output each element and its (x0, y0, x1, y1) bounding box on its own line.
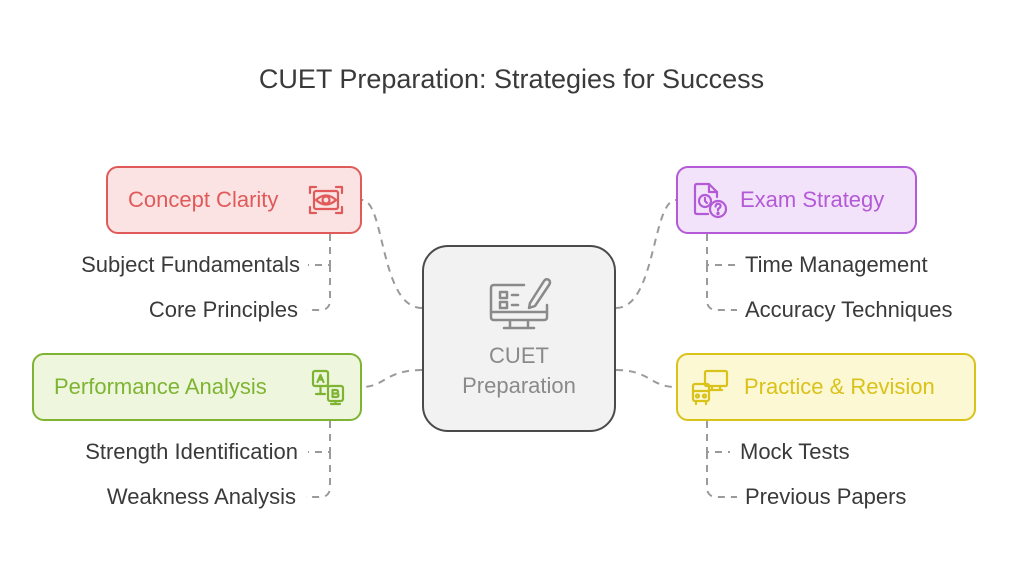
connector-practice-revision (615, 369, 677, 388)
connector-previous-papers (706, 452, 737, 498)
list-item: Strength Identification (85, 439, 298, 464)
branch-label: Concept Clarity (128, 187, 279, 212)
list-item: Time Management (745, 252, 928, 277)
branch-concept-clarity: Concept Clarity (106, 166, 362, 234)
center-label-line2: Preparation (462, 373, 576, 398)
connector-accuracy-techniques (706, 265, 737, 311)
branch-exam-strategy: Exam Strategy (676, 166, 917, 234)
center-label-line1: CUET (489, 343, 549, 368)
list-item: Subject Fundamentals (81, 252, 300, 277)
list-item: Weakness Analysis (106, 484, 296, 509)
branch-practice-revision: Practice & Revision (676, 353, 976, 421)
bus-monitor-icon (690, 367, 730, 407)
branch-label: Exam Strategy (740, 187, 885, 212)
connector-subject-fundamentals (308, 234, 331, 266)
computer-edit-icon (489, 277, 552, 330)
connector-mock-tests (706, 421, 730, 453)
compare-a-b-icon (308, 367, 348, 407)
list-item: Accuracy Techniques (745, 297, 953, 322)
connector-weakness-analysis (306, 452, 331, 498)
connector-time-management (706, 234, 735, 266)
branch-label: Practice & Revision (744, 374, 935, 399)
branch-label: Performance Analysis (54, 374, 267, 399)
diagram-title: CUET Preparation: Strategies for Success (258, 64, 765, 94)
list-item: Previous Papers (745, 484, 907, 509)
connector-exam-strategy (615, 199, 677, 309)
connector-performance-analysis (361, 369, 423, 388)
branch-performance-analysis: Performance Analysis (32, 353, 362, 421)
connector-concept-clarity (361, 199, 423, 309)
clock-document-question-icon (690, 180, 730, 220)
connector-core-principles (306, 265, 331, 311)
connector-strength-identification (308, 421, 331, 453)
list-item: Core Principles (148, 297, 298, 322)
center-node: CUET Preparation (422, 245, 616, 432)
eye-scan-icon (306, 180, 346, 220)
list-item: Mock Tests (740, 439, 850, 464)
